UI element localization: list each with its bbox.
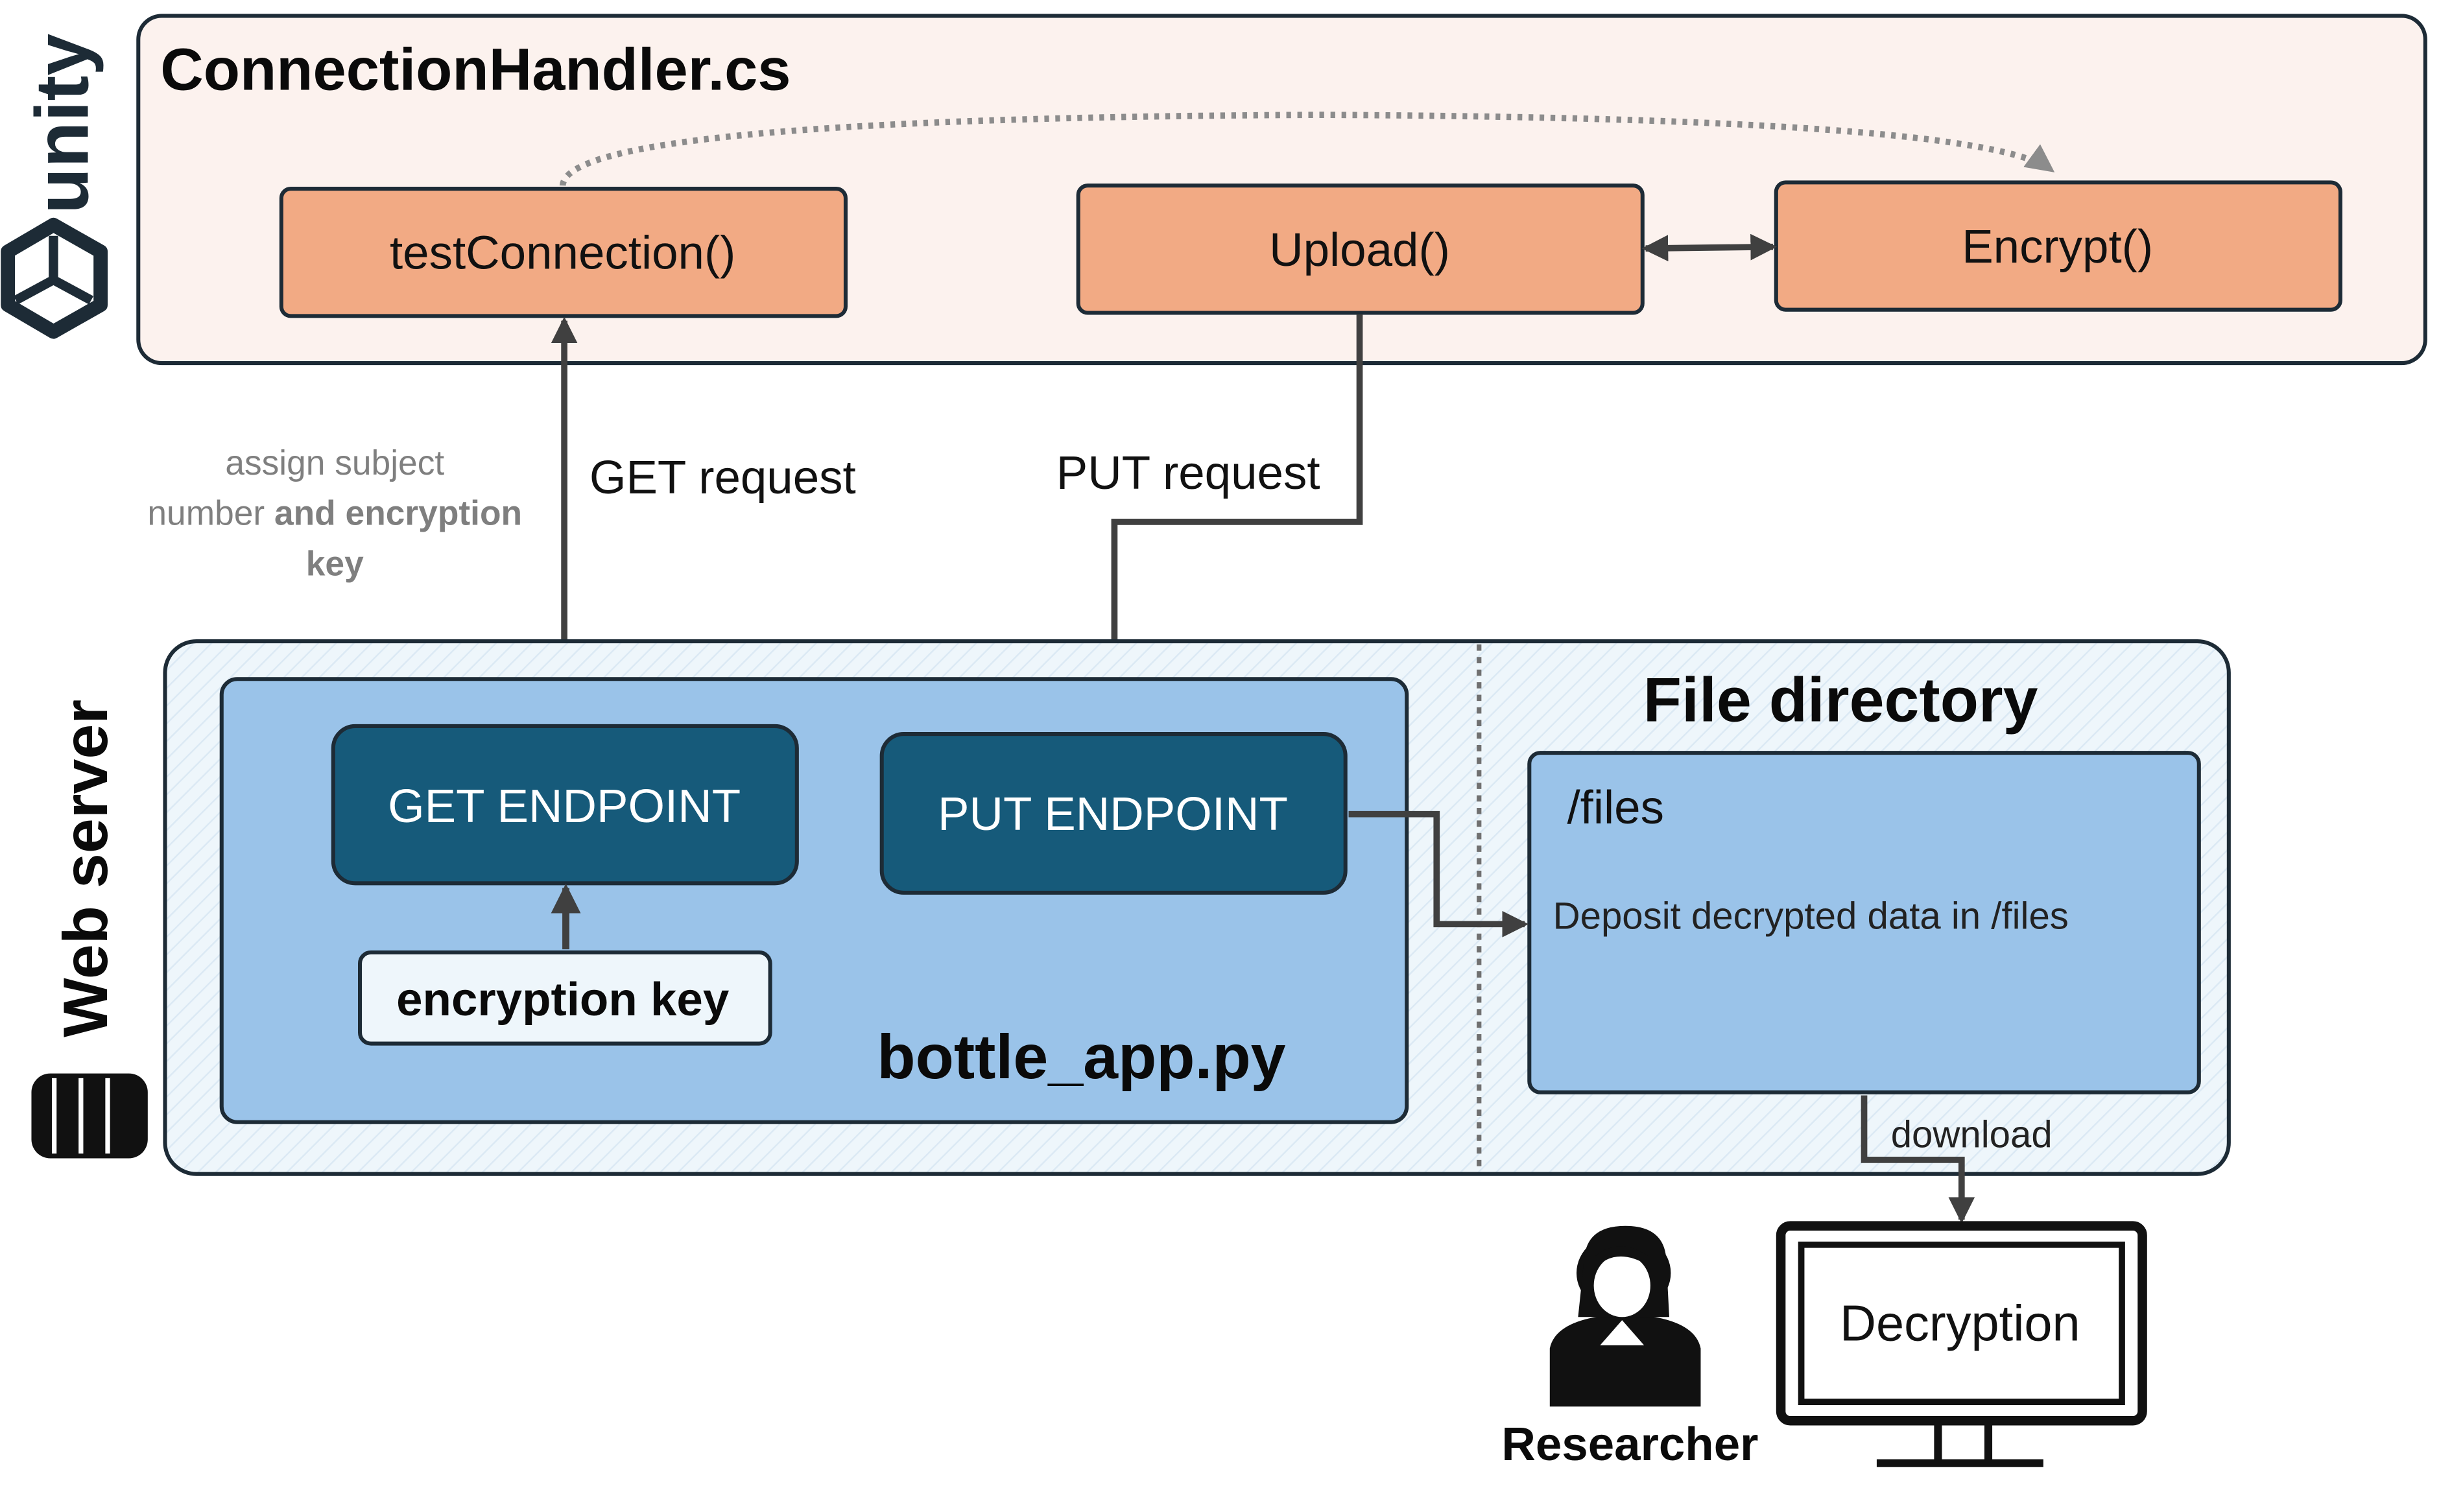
get-endpoint-box: GET ENDPOINT	[331, 724, 799, 886]
assign-line-2a: number	[147, 495, 274, 533]
download-arrow	[1861, 1095, 1975, 1224]
unity-logo-text: unity	[20, 34, 104, 214]
unity-cube-icon	[1, 217, 108, 339]
download-label: download	[1891, 1114, 2053, 1156]
put-request-label: PUT request	[1056, 447, 1320, 499]
encryption-key-box: encryption key	[358, 950, 772, 1046]
web-server-label: Web server	[50, 700, 121, 1037]
web-server-panel: GET ENDPOINT PUT ENDPOINT encryption key…	[163, 639, 2231, 1176]
upload-box: Upload()	[1076, 183, 1645, 315]
upload-encrypt-arrow	[1641, 233, 1778, 262]
files-folder-label: /files	[1567, 781, 1664, 834]
assign-line-2: number and encryption	[147, 495, 522, 533]
files-description: Deposit decrypted data in /files	[1553, 895, 2069, 938]
put-endpoint-label: PUT ENDPOINT	[938, 788, 1288, 840]
files-folder-box: /files Deposit decrypted data in /files	[1527, 751, 2201, 1094]
panel-title: ConnectionHandler.cs	[160, 36, 791, 102]
assign-line-3: key	[306, 545, 364, 583]
researcher-label: Researcher	[1501, 1418, 1758, 1471]
test-connection-label: testConnection()	[390, 227, 735, 279]
database-icon	[31, 1073, 148, 1159]
assign-subject-note: assign subject number and encryption key	[147, 444, 522, 583]
researcher-icon	[1549, 1225, 1701, 1407]
put-endpoint-box: PUT ENDPOINT	[879, 732, 1348, 895]
get-request-label: GET request	[589, 451, 856, 504]
file-directory-title: File directory	[1643, 665, 2038, 735]
bottle-app-panel: GET ENDPOINT PUT ENDPOINT encryption key…	[219, 677, 1409, 1124]
monitor-decryption-label: Decryption	[1840, 1296, 2080, 1352]
encrypt-box: Encrypt()	[1774, 180, 2342, 312]
monitor-icon	[1776, 1221, 2147, 1467]
encryption-key-label: encryption key	[396, 973, 730, 1026]
put-to-files-arrow	[1348, 810, 1529, 938]
test-connection-box: testConnection()	[279, 187, 848, 318]
unity-logo: unity	[1, 34, 108, 339]
bottle-app-name: bottle_app.py	[877, 1021, 1285, 1092]
unity-panel: ConnectionHandler.cs testConnection() Up…	[136, 14, 2427, 366]
assign-line-1: assign subject	[225, 444, 444, 482]
assign-line-2b: and encryption	[274, 495, 522, 533]
web-server-label-group: Web server	[31, 700, 148, 1159]
upload-label: Upload()	[1269, 224, 1450, 276]
put-request-arrow	[1101, 314, 1363, 735]
dotted-connection-arrow	[559, 112, 2055, 186]
encrypt-label: Encrypt()	[1962, 220, 2153, 273]
get-endpoint-label: GET ENDPOINT	[388, 780, 741, 833]
